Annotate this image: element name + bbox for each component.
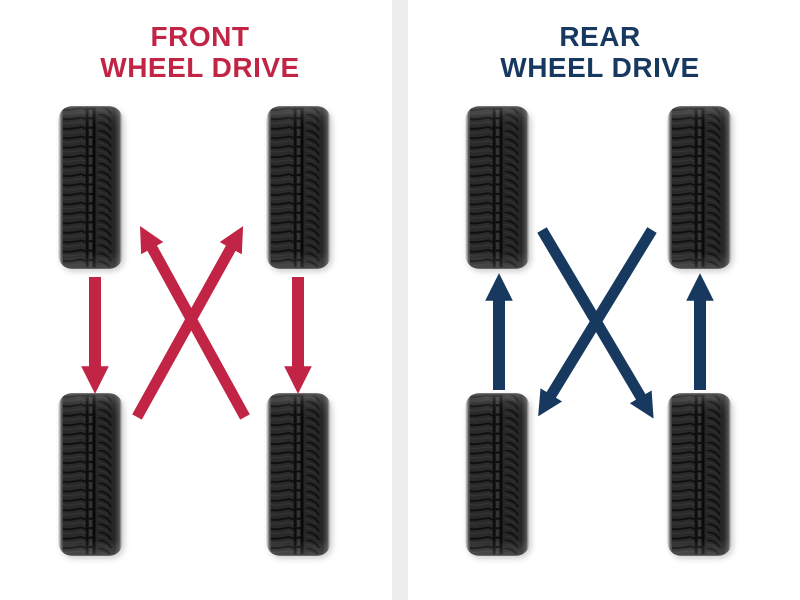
tire-rear-left: [465, 392, 530, 557]
title-line-1: REAR: [559, 21, 641, 52]
arrow-rear-right-to-front-left: [140, 226, 250, 420]
tire-image: [58, 105, 123, 270]
panel-title-rear-wheel-drive: REAR WHEEL DRIVE: [400, 21, 800, 83]
tire-front-left: [58, 105, 123, 270]
tire-image: [667, 105, 732, 270]
rotation-arrows-rear-wheel-drive: [485, 227, 714, 419]
tire-front-right: [667, 105, 732, 270]
arrow-front-left-to-rear-right: [537, 227, 654, 419]
tire-image: [465, 392, 530, 557]
tire-image: [667, 392, 732, 557]
tire-rear-left: [58, 392, 123, 557]
title-line-2: WHEEL DRIVE: [100, 52, 300, 83]
arrow-rear-left-to-front-right: [132, 226, 244, 420]
tire-front-right: [266, 105, 331, 270]
panel-title-front-wheel-drive: FRONT WHEEL DRIVE: [0, 21, 400, 83]
tire-rear-right: [667, 392, 732, 557]
panel-front-wheel-drive: FRONT WHEEL DRIVE: [0, 21, 400, 600]
panel-rear-wheel-drive: REAR WHEEL DRIVE: [400, 0, 800, 600]
arrow-front-right-to-rear-left: [538, 227, 657, 417]
tire-front-left: [465, 105, 530, 270]
tire-image: [58, 392, 123, 557]
title-line-1: FRONT: [150, 21, 250, 52]
tire-image: [465, 105, 530, 270]
title-line-2: WHEEL DRIVE: [500, 52, 700, 83]
panel-divider: [392, 0, 408, 600]
tire-image: [266, 392, 331, 557]
tire-rear-right: [266, 392, 331, 557]
tire-image: [266, 105, 331, 270]
